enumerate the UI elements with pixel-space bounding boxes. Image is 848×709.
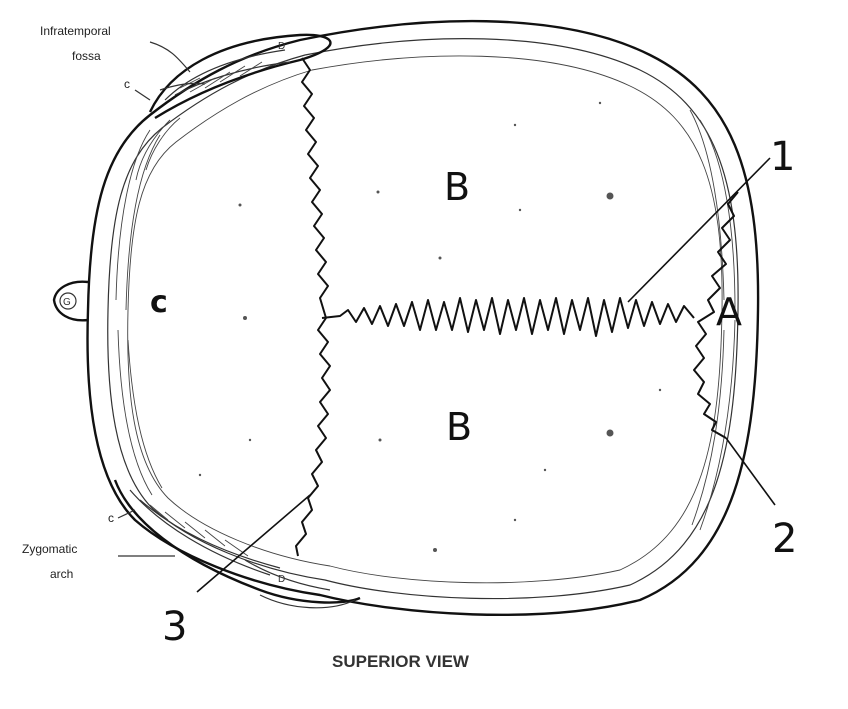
label-infratemporal-fossa-1: Infratemporal [40,24,111,38]
label-num-2: 2 [772,516,797,562]
label-infratemporal-fossa-2: fossa [72,49,101,63]
upper-zygomatic-region [148,33,332,120]
surface-dots [198,101,662,552]
label-region-b-upper: B [444,165,470,209]
label-d-bottom: D [278,574,285,585]
label-c-small-bottom: c [108,511,114,525]
infratemporal-leader [149,41,191,73]
label-c-small-top: c [124,77,130,91]
label-zygomatic-arch-2: arch [50,567,73,581]
skull-inner-contour-1 [107,38,739,600]
leader-3 [196,494,311,593]
nasal-boss: G [52,280,89,322]
label-d-top: D [278,41,285,52]
skull-outline [86,19,760,617]
label-region-c: c [150,285,168,320]
leader-1 [627,157,771,303]
sagittal-suture [321,297,695,337]
label-num-3: 3 [162,604,187,650]
label-num-1: 1 [770,134,795,180]
label-zygomatic-arch-1: Zygomatic [22,542,77,556]
coronal-suture [295,57,331,557]
lower-zygomatic-region [113,479,361,609]
frontal-rim-hatching [115,117,181,496]
lambdoid-suture [693,191,739,439]
label-g: G [63,297,71,308]
figure-caption: SUPERIOR VIEW [332,652,470,671]
label-region-b-lower: B [446,405,472,449]
occipital-rim-hatching [689,109,736,531]
skull-inner-contour-2 [127,55,723,584]
label-region-a: A [716,290,742,334]
leader-2 [725,437,776,506]
